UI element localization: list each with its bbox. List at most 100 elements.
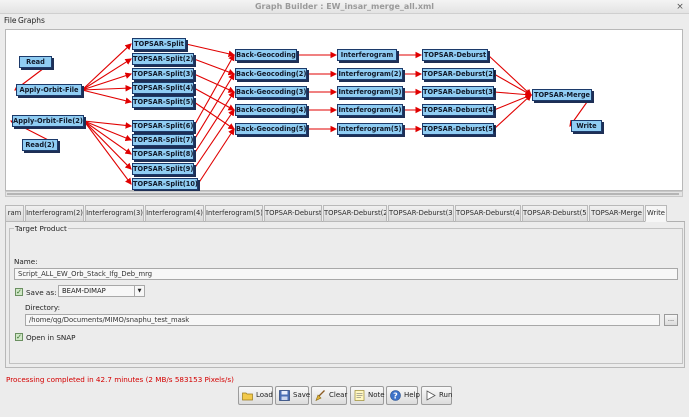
- graph-node-deb3[interactable]: TOPSAR-Deburst(3): [422, 86, 496, 98]
- save-label: Save: [293, 391, 311, 399]
- group-title: Target Product: [14, 224, 68, 233]
- graph-edge-aof2-split6: [83, 120, 133, 129]
- note-label: Note: [368, 391, 385, 399]
- graph-edge-aof2-split9: [83, 120, 132, 170]
- graph-edge-split2-bg2: [193, 58, 236, 76]
- tab-topsar-deburst[interactable]: TOPSAR-Deburst: [264, 205, 322, 222]
- save-as-checkbox[interactable]: ✓: [15, 288, 23, 296]
- graph-node-deb4[interactable]: TOPSAR-Deburst(4): [422, 104, 496, 116]
- graph-edge-aof-split3: [81, 72, 133, 91]
- graph-edge-aof-split1: [81, 43, 132, 91]
- close-icon[interactable]: ×: [676, 2, 684, 12]
- graph-node-aof[interactable]: Apply-Orbit-File: [16, 84, 82, 96]
- graph-node-deb2[interactable]: TOPSAR-Deburst(2): [422, 68, 496, 80]
- tab-interferogram-5[interactable]: Interferogram(5): [205, 205, 263, 222]
- graph-node-split1[interactable]: TOPSAR-Split: [132, 38, 186, 50]
- graph-edge-aof-split5: [81, 89, 133, 104]
- format-value: BEAM-DIMAP: [62, 287, 106, 295]
- graph-node-split2[interactable]: TOPSAR-Split(2): [132, 53, 194, 65]
- graph-node-split10[interactable]: TOPSAR-Split(10): [132, 178, 198, 190]
- graph-edge-deb1-merge: [487, 54, 532, 96]
- scrollbar-thumb[interactable]: [7, 193, 679, 195]
- graph-edge-split9-bg4: [193, 109, 235, 170]
- graph-node-bg4[interactable]: Back-Geocoding(4): [235, 104, 307, 116]
- graph-edge-split6-bg1: [193, 54, 235, 127]
- window-title: Graph Builder : EW_insar_merge_all.xml: [254, 2, 435, 11]
- graph-node-ifg2[interactable]: Interferogram(2): [337, 68, 403, 80]
- graph-edge-deb4-merge: [493, 94, 533, 111]
- graph-node-split5[interactable]: TOPSAR-Split(5): [132, 96, 194, 108]
- svg-text:?: ?: [393, 391, 398, 400]
- graph-edge-split5-bg5: [193, 101, 235, 130]
- chevron-down-icon: ▼: [134, 286, 144, 296]
- floppy-icon: [279, 390, 290, 401]
- target-product-group: Target Product Name: Script_ALL_EW_Orb_S…: [9, 224, 683, 364]
- note-button[interactable]: Note: [350, 386, 385, 405]
- name-field[interactable]: Script_ALL_EW_Orb_Stack_Ifg_Deb_mrg: [14, 268, 678, 280]
- graph-edge-split1-bg1: [185, 43, 236, 57]
- graph-edge-deb2-merge: [493, 73, 532, 96]
- format-select[interactable]: BEAM-DIMAP ▼: [58, 285, 145, 297]
- graph-edge-split3-bg3: [193, 73, 236, 93]
- browse-button[interactable]: ...: [664, 314, 678, 326]
- open-in-snap-checkbox[interactable]: ✓: [15, 333, 23, 341]
- load-button[interactable]: Load: [238, 386, 273, 405]
- graph-edge-split10-bg5: [197, 128, 235, 185]
- graph-edge-split8-bg3: [193, 91, 235, 155]
- run-label: Run: [439, 391, 453, 399]
- tab-topsar-deburst-3[interactable]: TOPSAR-Deburst(3): [388, 205, 454, 222]
- graph-node-split3[interactable]: TOPSAR-Split(3): [132, 68, 194, 80]
- graph-node-bg3[interactable]: Back-Geocoding(3): [235, 86, 307, 98]
- run-button[interactable]: Run: [421, 386, 452, 405]
- graph-node-bg2[interactable]: Back-Geocoding(2): [235, 68, 307, 80]
- graph-node-split4[interactable]: TOPSAR-Split(4): [132, 82, 194, 94]
- canvas-horizontal-scrollbar[interactable]: [5, 191, 683, 197]
- help-button[interactable]: ? Help: [386, 386, 420, 405]
- load-label: Load: [256, 391, 273, 399]
- graph-node-bg5[interactable]: Back-Geocoding(5): [235, 123, 307, 135]
- graph-node-read2[interactable]: Read(2): [22, 139, 58, 151]
- graph-node-ifg5[interactable]: Interferogram(5): [337, 123, 403, 135]
- folder-icon: [242, 392, 253, 401]
- help-icon: ?: [390, 390, 401, 401]
- graph-node-aof2[interactable]: Apply-Orbit-File(2): [12, 115, 84, 127]
- graph-node-split9[interactable]: TOPSAR-Split(9): [132, 163, 194, 175]
- graph-node-deb5[interactable]: TOPSAR-Deburst(5): [422, 123, 496, 135]
- tab-topsar-deburst-2[interactable]: TOPSAR-Deburst(2): [323, 205, 387, 222]
- tab-interferogram-2[interactable]: Interferogram(2): [25, 205, 84, 222]
- menu-bar: File Graphs: [0, 14, 689, 27]
- clear-button[interactable]: Clear: [311, 386, 347, 405]
- tab-write[interactable]: Write: [645, 205, 667, 222]
- directory-field[interactable]: /home/qg/Documents/MIMO/snaphu_test_mask: [25, 314, 660, 326]
- tab-interferogram-3[interactable]: Interferogram(3): [85, 205, 144, 222]
- graph-node-deb1[interactable]: TOPSAR-Deburst: [422, 49, 488, 61]
- save-as-label: Save as:: [26, 288, 57, 297]
- title-bar[interactable]: Graph Builder : EW_insar_merge_all.xml ×: [0, 0, 689, 14]
- graph-edge-aof2-split7: [83, 120, 133, 141]
- menu-graphs[interactable]: Graphs: [18, 16, 45, 25]
- name-label: Name:: [14, 257, 38, 266]
- graph-node-split6[interactable]: TOPSAR-Split(6): [132, 120, 194, 132]
- graph-node-ifg1[interactable]: Interferogram: [337, 49, 397, 61]
- tab-topsar-deburst-4[interactable]: TOPSAR-Deburst(4): [455, 205, 521, 222]
- menu-file[interactable]: File: [4, 16, 17, 25]
- graph-node-bg1[interactable]: Back-Geocoding: [235, 49, 297, 61]
- tab-interferogram-4[interactable]: Interferogram(4): [145, 205, 204, 222]
- graph-node-split7[interactable]: TOPSAR-Split(7): [132, 134, 194, 146]
- tab-ram[interactable]: ram: [5, 205, 24, 222]
- graph-node-ifg3[interactable]: Interferogram(3): [337, 86, 403, 98]
- open-in-snap-label: Open in SNAP: [26, 333, 76, 342]
- graph-node-merge[interactable]: TOPSAR-Merge: [532, 89, 592, 101]
- graph-node-read[interactable]: Read: [19, 56, 52, 68]
- tab-topsar-merge[interactable]: TOPSAR-Merge: [589, 205, 644, 222]
- graph-node-write[interactable]: Write: [571, 120, 602, 132]
- help-label: Help: [404, 391, 420, 399]
- status-message: Processing completed in 42.7 minutes (2 …: [6, 375, 234, 384]
- save-button[interactable]: Save: [275, 386, 311, 405]
- graph-node-ifg4[interactable]: Interferogram(4): [337, 104, 403, 116]
- graph-node-split8[interactable]: TOPSAR-Split(8): [132, 148, 194, 160]
- tab-topsar-deburst-5[interactable]: TOPSAR-Deburst(5): [522, 205, 588, 222]
- write-panel: Target Product Name: Script_ALL_EW_Orb_S…: [5, 222, 685, 368]
